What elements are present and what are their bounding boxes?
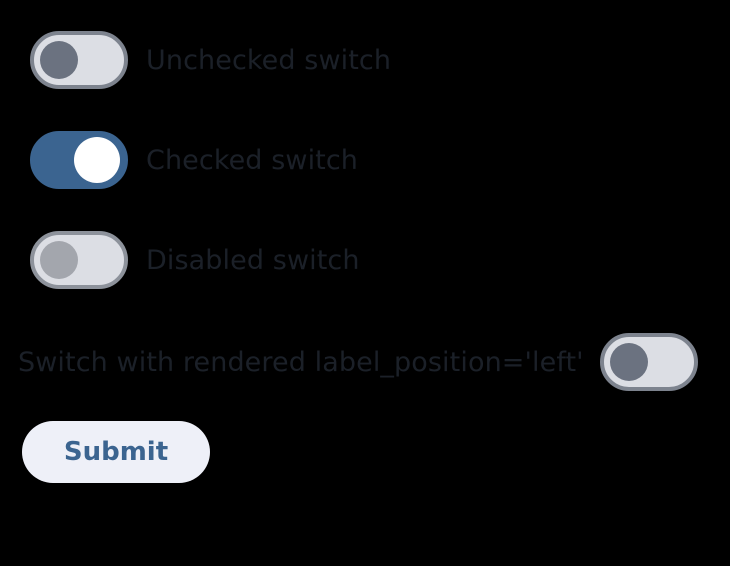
switch-thumb-icon bbox=[40, 241, 78, 279]
switch-thumb-icon bbox=[40, 41, 78, 79]
switch-label-unchecked: Unchecked switch bbox=[146, 44, 392, 76]
switch-thumb-icon bbox=[74, 137, 120, 183]
switch-row-unchecked: Unchecked switch bbox=[30, 31, 391, 89]
toggle-switch-checked[interactable] bbox=[30, 131, 128, 189]
toggle-switch-disabled bbox=[30, 231, 128, 289]
submit-button-wrapper: Submit bbox=[22, 421, 210, 483]
switch-row-left-label: Switch with rendered label_position='lef… bbox=[18, 333, 712, 391]
switch-thumb-icon bbox=[609, 343, 648, 381]
toggle-switch-unchecked[interactable] bbox=[30, 31, 128, 89]
switch-row-checked: Checked switch bbox=[30, 131, 358, 189]
toggle-switch-left-label[interactable] bbox=[599, 333, 698, 391]
switch-label-disabled: Disabled switch bbox=[146, 244, 360, 276]
submit-button[interactable]: Submit bbox=[22, 421, 210, 483]
switch-row-disabled: Disabled switch bbox=[30, 231, 360, 289]
switch-label-left-position: Switch with rendered label_position='lef… bbox=[18, 346, 584, 378]
switch-label-checked: Checked switch bbox=[146, 144, 359, 176]
